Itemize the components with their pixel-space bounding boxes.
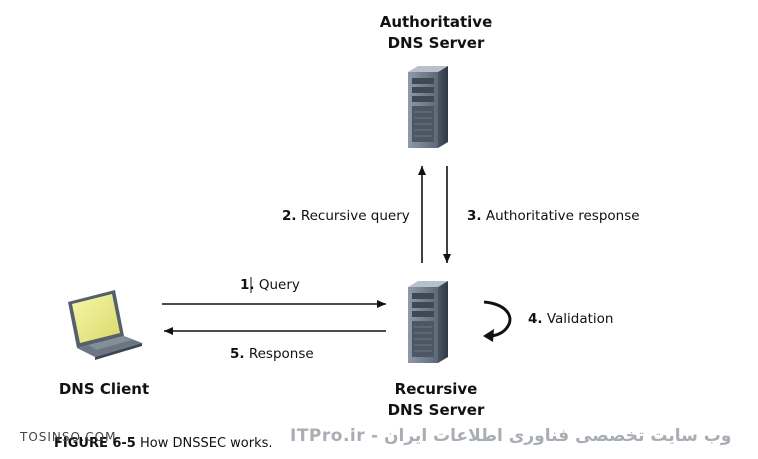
authoritative-title-line2: DNS Server: [387, 34, 485, 52]
figure-caption-text: How DNSSEC works.: [140, 436, 273, 451]
step-2-number: 2.: [282, 208, 297, 224]
watermark-left: TOSINSO.COM: [20, 430, 117, 444]
recursive-title-line1: Recursive: [394, 380, 478, 398]
step-3-label: 3. Authoritative response: [467, 207, 640, 225]
step-1-number: 1.: [240, 277, 255, 293]
step-5-text: Response: [248, 346, 314, 362]
authoritative-server-title: Authoritative DNS Server: [366, 12, 506, 54]
authoritative-title-line1: Authoritative: [379, 13, 493, 31]
step-1-text: Query: [258, 277, 300, 293]
step-4-number: 4.: [528, 311, 543, 327]
recursive-server-icon: [408, 281, 448, 363]
authoritative-server-icon: [408, 66, 448, 148]
step-4-text: Validation: [546, 311, 614, 327]
dns-client-title: DNS Client: [58, 380, 150, 398]
step-2-label: 2. Recursive query: [282, 207, 410, 225]
step-2-text: Recursive query: [300, 208, 410, 224]
step-5-label: 5. Response: [230, 345, 314, 363]
figure-caption: FIGURE 6-5 How DNSSEC works.: [54, 436, 273, 451]
figure-caption-label: FIGURE 6-5: [54, 436, 136, 451]
step-3-text: Authoritative response: [485, 208, 640, 224]
recursive-title-line2: DNS Server: [387, 401, 485, 419]
validation-loop-icon: [483, 300, 512, 342]
step-1-label: 1. Query: [240, 276, 300, 294]
laptop-icon: [68, 290, 142, 360]
watermark-right: وب سایت تخصصی فناوری اطلاعات ایران - ITP…: [290, 426, 732, 446]
step-4-label: 4. Validation: [528, 310, 614, 328]
step-3-number: 3.: [467, 208, 482, 224]
step-5-number: 5.: [230, 346, 245, 362]
recursive-server-title: Recursive DNS Server: [366, 379, 506, 421]
